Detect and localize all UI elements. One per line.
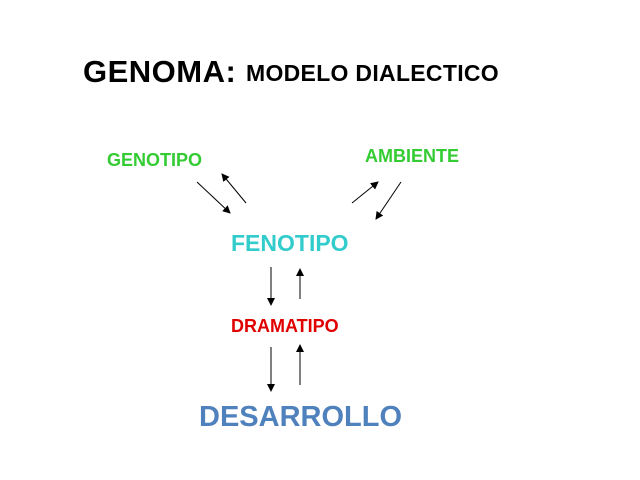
slide-subtitle: MODELO DIALECTICO bbox=[246, 60, 499, 86]
arrow-genotipo-to-fenotipo bbox=[196, 181, 231, 214]
node-fenotipo: FENOTIPO bbox=[231, 230, 349, 256]
arrow-fenotipo-to-ambiente bbox=[351, 181, 379, 204]
arrow-ambiente-to-fenotipo bbox=[375, 181, 402, 220]
node-desarrollo: DESARROLLO bbox=[199, 401, 402, 433]
arrow-fenotipo-to-genotipo bbox=[221, 173, 247, 204]
node-ambiente: AMBIENTE bbox=[365, 146, 459, 166]
node-dramatipo: DRAMATIPO bbox=[231, 316, 339, 336]
node-genotipo: GENOTIPO bbox=[107, 150, 203, 170]
slide-title: GENOMA: bbox=[83, 54, 237, 89]
